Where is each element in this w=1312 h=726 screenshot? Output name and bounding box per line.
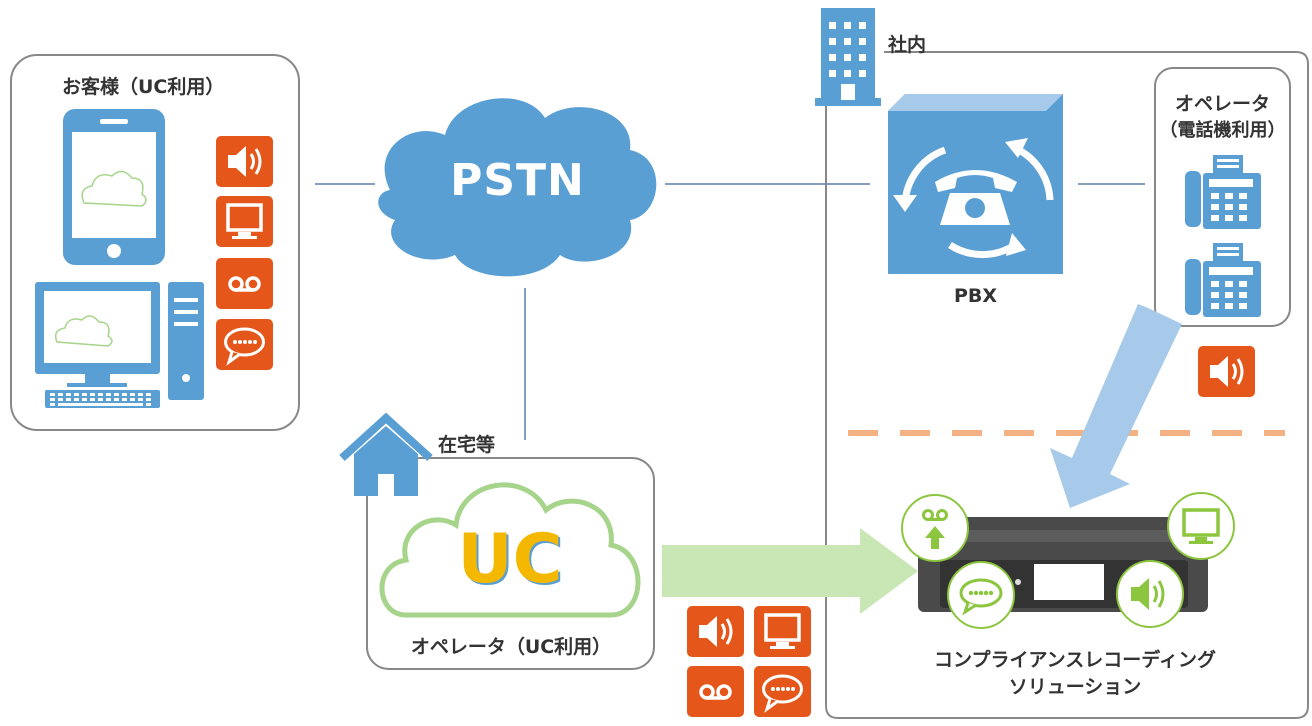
operator-phone-title-2: （電話機利用） — [1159, 120, 1286, 141]
speaker-icon — [1116, 560, 1184, 628]
home-icon — [339, 412, 433, 496]
upload-voicemail-icon — [901, 494, 969, 562]
desk-phone-icon — [1185, 155, 1261, 229]
monitor-icon — [216, 196, 273, 247]
monitor-icon — [1167, 492, 1235, 560]
speaker-icon — [1198, 346, 1255, 397]
voicemail-icon — [687, 666, 744, 717]
pbx-label: PBX — [953, 285, 998, 307]
pstn-cloud — [378, 98, 657, 277]
operator-phone-title-1: オペレータ — [1174, 93, 1270, 115]
uc-logo: UC — [457, 520, 563, 599]
chat-icon — [947, 561, 1015, 629]
desk-phone-icon — [1185, 243, 1261, 317]
uc-operator-title: オペレータ（UC利用） — [410, 636, 612, 658]
chat-icon — [754, 666, 811, 717]
office-boundary — [825, 51, 1309, 719]
office-building-icon — [815, 8, 881, 106]
pstn-label: PSTN — [450, 155, 585, 206]
home-label: 在宅等 — [438, 434, 496, 456]
speaker-icon — [216, 136, 273, 187]
blue-arrow — [1050, 304, 1182, 508]
green-arrow — [662, 528, 918, 614]
recorder-title-1: コンプライアンスレコーディング — [934, 649, 1216, 671]
uc-cloud-icon — [379, 482, 641, 618]
office-label: 社内 — [888, 34, 927, 56]
smartphone-icon — [63, 109, 165, 265]
voicemail-icon — [216, 258, 273, 309]
speaker-icon — [687, 606, 744, 657]
desktop-pc-icon — [35, 282, 204, 408]
customer-title: お客様（UC利用） — [62, 76, 225, 98]
recorder-title-2: ソリューション — [1008, 676, 1142, 698]
monitor-icon — [754, 606, 811, 657]
chat-icon — [216, 319, 273, 370]
pbx-cube — [888, 94, 1063, 274]
